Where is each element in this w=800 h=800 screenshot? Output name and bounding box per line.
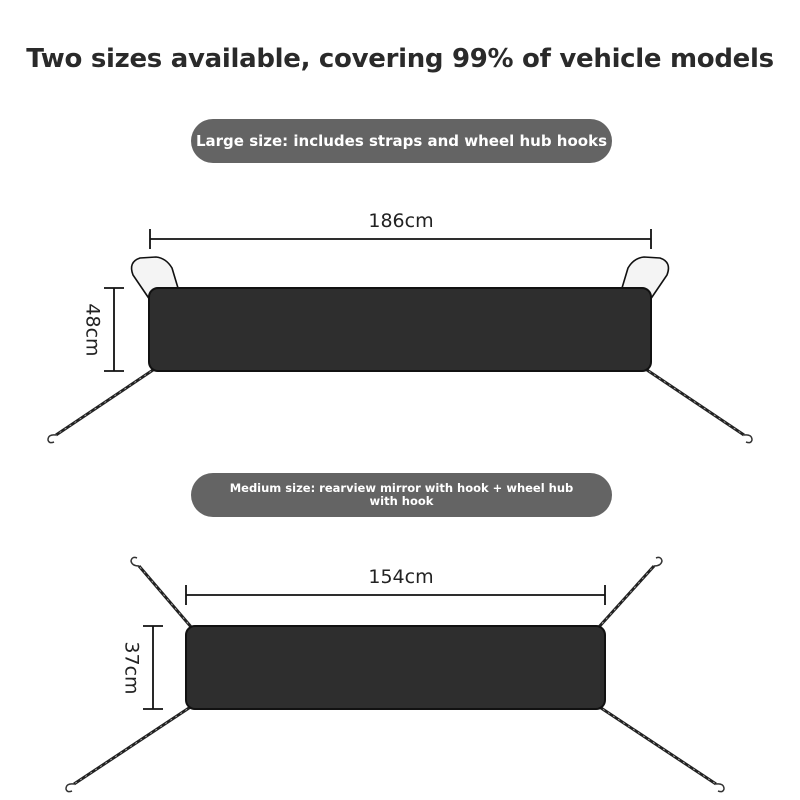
right-wheel-hook-icon — [743, 434, 753, 444]
large-height-dimension: 48cm — [82, 287, 124, 372]
large-cover-diagram: 186cm 48cm — [47, 210, 753, 444]
bottom-right-wheel-cord — [597, 704, 717, 786]
left-wheel-cord — [55, 366, 157, 437]
page-title: Two sizes available, covering 99% of veh… — [26, 44, 774, 74]
large-width-label: 186cm — [368, 210, 433, 232]
bottom-left-hook-icon — [65, 783, 75, 793]
left-wheel-hook-icon — [47, 434, 57, 444]
medium-height-dimension: 37cm — [121, 625, 163, 710]
large-cover-body — [148, 287, 652, 372]
bottom-right-hook-icon — [715, 783, 725, 793]
top-left-mirror-cord — [137, 565, 194, 629]
medium-width-dimension: 154cm — [185, 566, 606, 605]
medium-size-label: Medium size: rearview mirror with hook +… — [191, 473, 612, 517]
bottom-left-wheel-cord — [73, 704, 193, 786]
top-right-hook-icon — [653, 556, 663, 567]
medium-cover-body — [185, 625, 606, 710]
medium-cover-diagram: 154cm 37cm — [65, 556, 725, 793]
right-wheel-cord — [643, 366, 745, 437]
large-size-label: Large size: includes straps and wheel hu… — [191, 119, 612, 163]
large-width-dimension: 186cm — [149, 210, 652, 249]
medium-height-label: 37cm — [121, 641, 143, 694]
large-height-label: 48cm — [82, 303, 104, 356]
medium-width-label: 154cm — [368, 566, 433, 588]
top-left-hook-icon — [130, 556, 140, 567]
top-right-mirror-cord — [596, 564, 656, 630]
